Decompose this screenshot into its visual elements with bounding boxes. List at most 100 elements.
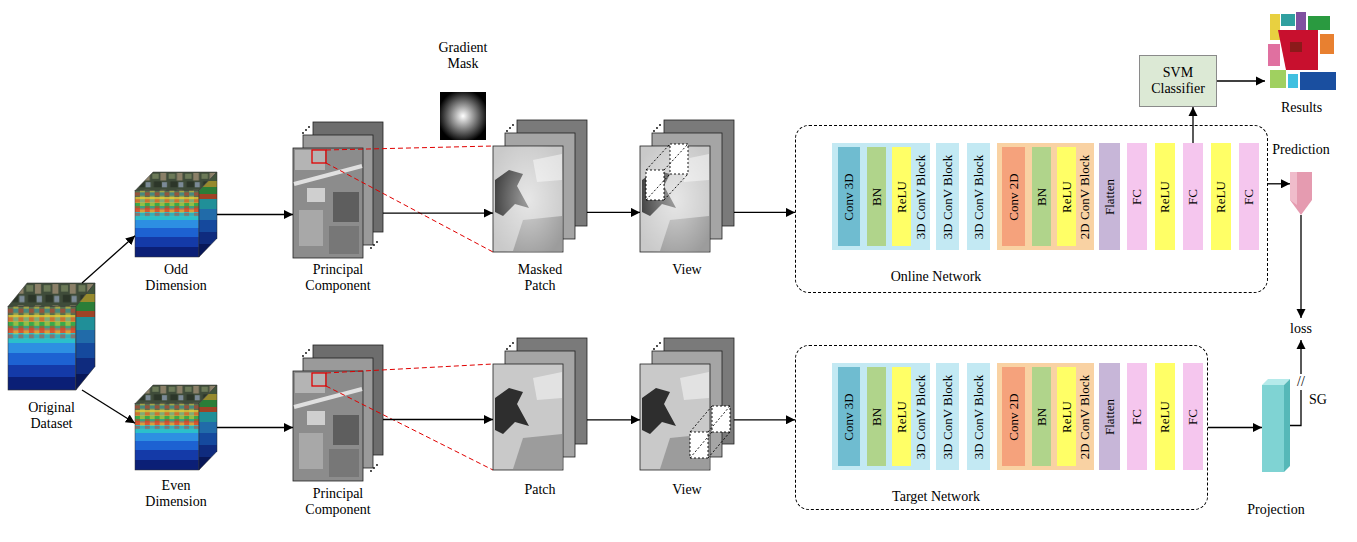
view-art (640, 120, 734, 252)
node-label: View (650, 262, 724, 278)
online-network-frame: Online Network 3D ConV Block Conv 3D BN ReLU… (795, 125, 1268, 293)
conv2d-layer: Conv 2D (1002, 367, 1025, 466)
target-network-frame: Target Network 3D ConV Block Conv 3D BN ReLU… (795, 345, 1208, 510)
projection-shape (1262, 379, 1290, 472)
prediction-vector: Prediction (1290, 172, 1312, 215)
node-label: Masked Patch (503, 262, 577, 294)
conv3d-block: 3D ConV Block Conv 3D BN ReLU (832, 363, 930, 470)
flow-arrow (734, 419, 795, 420)
layer-label: 3D ConV Block (972, 154, 986, 238)
flow-arrow (587, 212, 640, 213)
layer-label: ReLU (1214, 181, 1228, 213)
layer-label: FC (1130, 189, 1144, 205)
flow-arrow (82, 236, 135, 283)
odd-band-cube: Odd Dimension (135, 172, 217, 257)
layer-label: ReLU (1060, 401, 1074, 433)
flow-arrow (1300, 215, 1301, 318)
layer-label: FC (1242, 189, 1256, 205)
layer-label: 3D ConV Block (914, 374, 928, 458)
node-label: Prediction (1256, 142, 1346, 158)
conv3d-block: 3D ConV Block (936, 143, 959, 250)
node-label: Target Network (892, 489, 980, 505)
flow-arrow (383, 212, 493, 213)
even-band-cube: Even Dimension (135, 385, 217, 470)
flow-arrow (383, 419, 493, 420)
edge-label: SG (1307, 392, 1329, 408)
conv3d-block: 3D ConV Block (936, 363, 959, 470)
flow-arrow (217, 214, 293, 215)
node-label: Projection (1231, 502, 1321, 518)
flatten-layer: Flatten (1099, 143, 1120, 250)
layer-label: BN (1035, 407, 1049, 425)
flow-arrow (217, 427, 293, 428)
patch-selector (312, 373, 326, 386)
flatten-layer: Flatten (1099, 363, 1120, 470)
mask-overlay (493, 146, 563, 252)
even-cube-art (135, 385, 217, 470)
flow-arrow (1217, 80, 1265, 81)
dataset-cube: Original Dataset (8, 283, 95, 390)
projection-vector: Projection (1262, 379, 1290, 472)
relu-layer: ReLU (892, 147, 911, 246)
view-stack: View (640, 338, 734, 470)
principal-component-stack: Principal Component (293, 345, 383, 478)
layer-label: Conv 2D (1007, 393, 1021, 440)
fc-layer: FC (1127, 143, 1147, 250)
flow-arrow (587, 419, 640, 420)
layer-label: 2D ConV Block (1078, 374, 1092, 458)
batch-norm-layer: BN (867, 367, 886, 466)
masked-patch-art (493, 120, 587, 252)
conv2d-block: 2D ConV BlockConv 2DBNReLU (997, 143, 1094, 250)
layer-label: Conv 3D (842, 393, 856, 440)
conv3d-block: 3D ConV BlockConv 3DBNReLU (832, 143, 930, 250)
fc-layer: FC (1239, 143, 1259, 250)
pc-stack-art (293, 345, 383, 481)
layer-label: ReLU (1158, 401, 1172, 433)
layer-label: ReLU (1158, 181, 1172, 213)
node-label: loss (1290, 321, 1312, 337)
flow-arrow (1208, 427, 1262, 428)
layer-label: 3D ConV Block (941, 154, 955, 238)
masked-patch-stack: Masked Patch (493, 120, 587, 252)
flow-arrow (82, 390, 135, 423)
node-label: Online Network (891, 269, 982, 285)
relu-layer: ReLU (1211, 143, 1231, 250)
node-label: Principal Component (301, 262, 375, 294)
flow-arrow (1268, 183, 1290, 184)
view-stack: View (640, 120, 734, 252)
dataset-cube-art (8, 283, 95, 390)
odd-cube-art (135, 172, 217, 257)
batch-norm-layer: BN (1032, 147, 1051, 246)
relu-layer: ReLU (1155, 143, 1175, 250)
conv3d-layer: Conv 3D (838, 367, 860, 466)
conv2d-layer: Conv 2D (1002, 147, 1025, 246)
pc-stack-art (293, 122, 383, 258)
break-mark: // (1295, 374, 1307, 390)
figure-label: Gradient Mask (429, 40, 497, 72)
patch-art (493, 338, 587, 470)
layer-label: 3D ConV Block (972, 374, 986, 458)
fc-layer: FC (1127, 363, 1147, 470)
layer-label: Conv 3D (842, 173, 856, 220)
view-crop (646, 144, 730, 458)
gradient-mask-art (440, 92, 486, 140)
classifier-box: SVM Classifier (1139, 55, 1217, 107)
zoom-lines (326, 146, 493, 470)
layer-label: FC (1130, 409, 1144, 425)
batch-norm-layer: BN (1032, 367, 1051, 466)
layer-label: Flatten (1103, 398, 1117, 434)
fc-layer: FC (1183, 363, 1203, 470)
layer-label: ReLU (895, 401, 909, 433)
node-label: Odd Dimension (139, 262, 213, 294)
relu-layer: ReLU (892, 367, 911, 466)
batch-norm-layer: BN (867, 147, 886, 246)
layer-label: Flatten (1103, 178, 1117, 214)
relu-layer: ReLU (1057, 147, 1076, 246)
patch-selector (312, 150, 326, 163)
node-label: View (650, 482, 724, 498)
layer-label: BN (1035, 187, 1049, 205)
principal-component-stack: Principal Component (293, 122, 383, 258)
view-art (640, 338, 734, 470)
relu-layer: ReLU (1155, 363, 1175, 470)
